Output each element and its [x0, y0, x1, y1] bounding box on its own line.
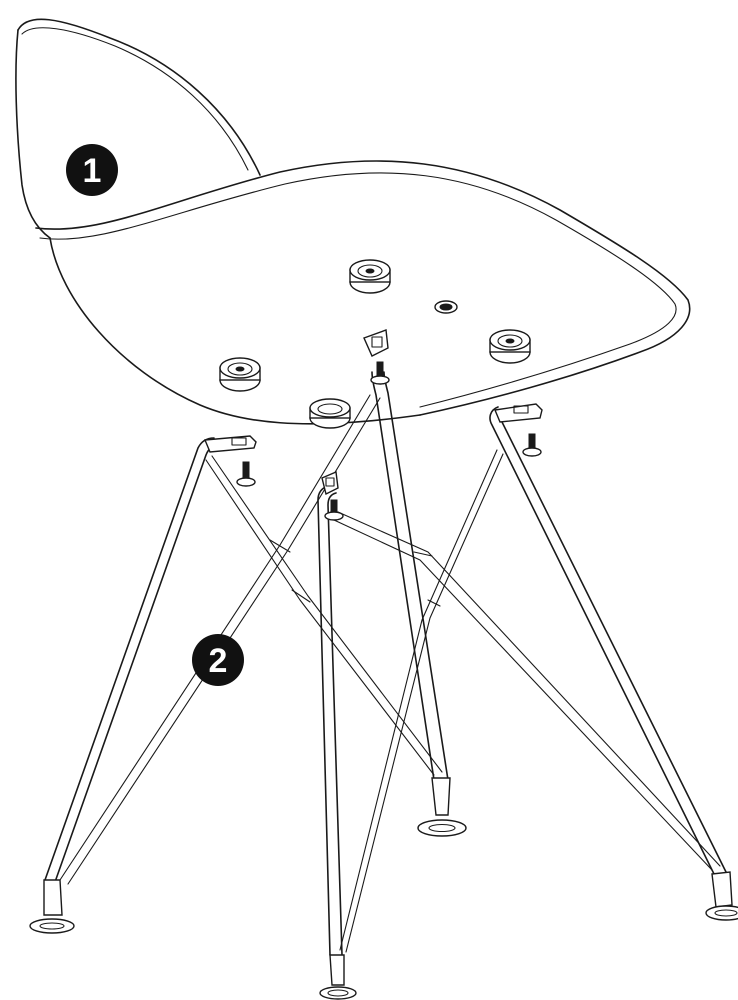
seat-mounting-insert	[219, 357, 261, 392]
metal-base	[44, 329, 729, 956]
foot-glide	[705, 871, 738, 921]
callout-badge-1: 1	[66, 144, 118, 196]
callout-badge-2: 2	[192, 634, 244, 686]
seat-mounting-insert	[349, 259, 391, 294]
seat-center-hole	[434, 300, 458, 314]
mounting-screw	[236, 461, 256, 487]
seat-mounting-insert	[309, 398, 351, 429]
foot-glide	[417, 777, 467, 837]
leg-bracket	[203, 435, 257, 453]
mounting-screw	[522, 433, 542, 457]
callout-number: 1	[83, 152, 102, 190]
mounting-screw	[370, 361, 390, 385]
leg-bracket	[363, 329, 389, 357]
callout-number: 2	[209, 642, 228, 680]
seat-shell	[15, 18, 691, 425]
mounting-screw	[324, 499, 344, 521]
foot-glide	[319, 954, 357, 1000]
leg-bracket	[321, 470, 339, 496]
foot-glide	[29, 879, 75, 934]
leg-bracket	[494, 403, 543, 423]
seat-mounting-insert	[489, 329, 531, 364]
